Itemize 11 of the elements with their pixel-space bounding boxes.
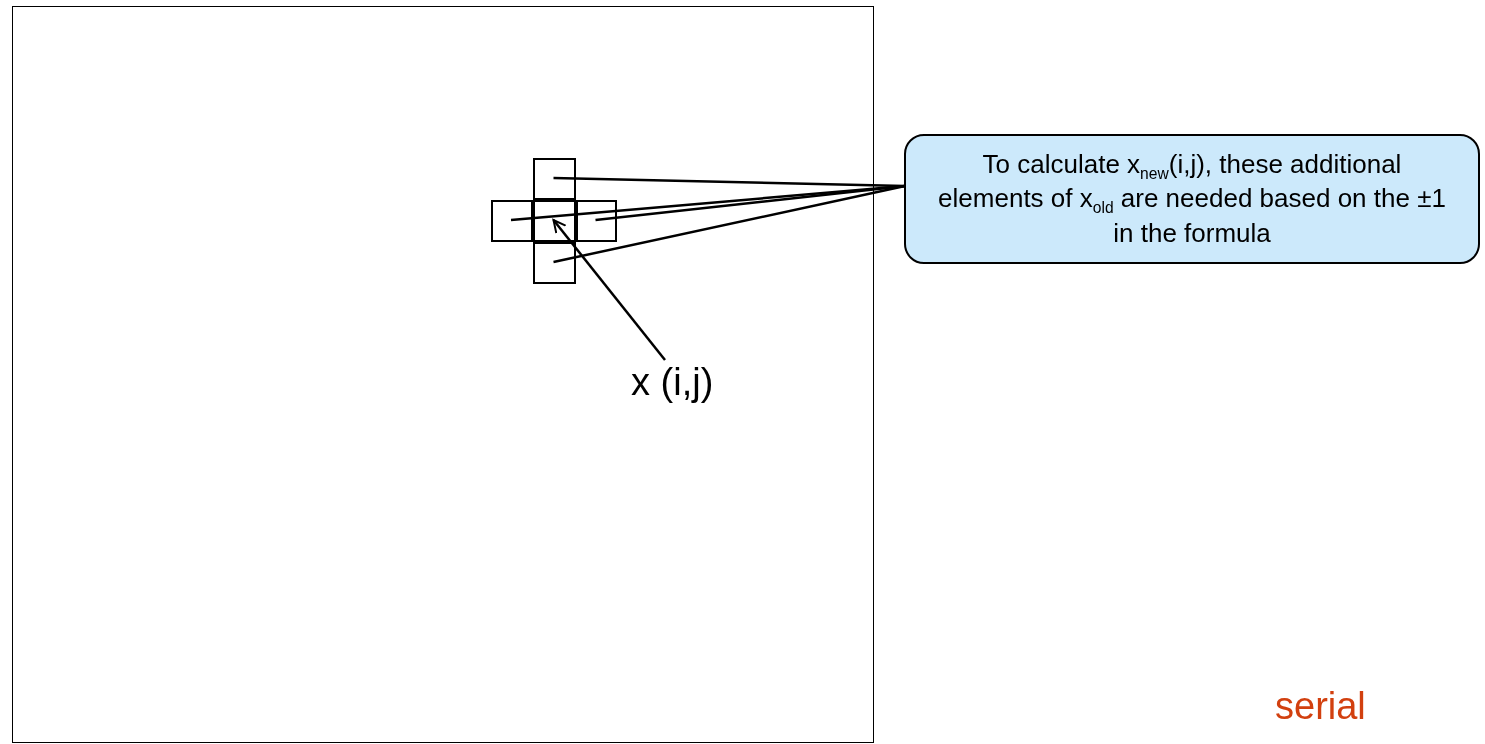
grid-cell (533, 242, 576, 284)
grid-cell (576, 200, 617, 242)
grid-cell (533, 200, 576, 242)
cell-label: x (i,j) (631, 361, 714, 404)
grid-cell (491, 200, 533, 242)
callout-bubble: To calculate x$_{new}$(i,j), these additional elements of x$_{old}$ are needed based on the ±1 in the formula (904, 134, 1480, 264)
grid-square (12, 6, 874, 743)
leader-line (553, 184, 906, 264)
grid-cell (533, 158, 576, 200)
arrow (552, 219, 666, 361)
caption-text: serial (1275, 685, 1366, 728)
